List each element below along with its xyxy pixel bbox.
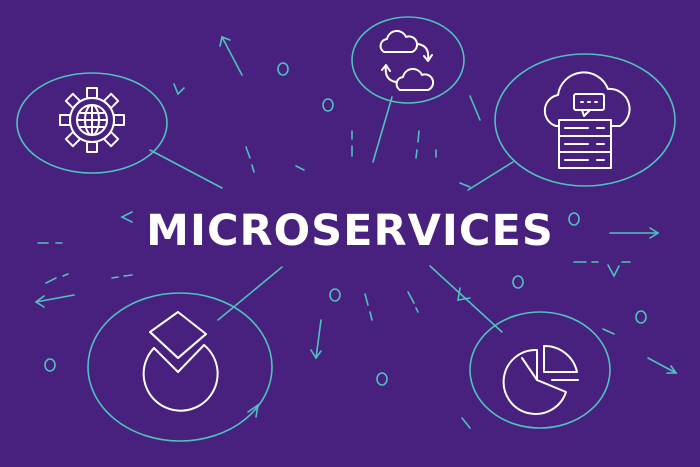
gear-globe-icon — [59, 87, 125, 153]
connector-line — [149, 149, 223, 189]
cloud-sync-icon — [379, 29, 435, 91]
deco-circle — [568, 212, 580, 226]
deco-circle — [512, 275, 524, 289]
arrow-deco — [647, 357, 678, 374]
chevron-deco — [247, 403, 260, 418]
connector-line — [372, 96, 393, 163]
ellipse-pie-segments — [469, 311, 611, 429]
connector-line — [217, 266, 283, 321]
pie-chart-segments-icon — [502, 344, 579, 415]
chevron-deco — [457, 287, 471, 301]
deco-circle — [44, 358, 56, 372]
pie-chart-icon — [142, 311, 219, 412]
chevron-deco — [173, 83, 185, 96]
ellipse-cloud-server — [494, 53, 676, 187]
deco-circle — [277, 62, 289, 76]
chevron-deco — [607, 264, 620, 278]
dash-deco — [37, 130, 631, 429]
deco-circle — [322, 98, 334, 112]
deco-circle — [635, 310, 647, 324]
page-title: MICROSERVICES — [146, 206, 554, 256]
arrow-deco — [219, 35, 243, 76]
deco-circle — [376, 372, 388, 386]
arrow-deco — [609, 227, 660, 239]
cloud-server-icon — [543, 71, 631, 169]
ellipse-cloud-sync — [351, 16, 465, 104]
ellipse-gear — [16, 72, 168, 174]
chevron-deco — [120, 211, 133, 223]
arrow-deco — [310, 319, 322, 360]
arrow-deco — [34, 294, 75, 308]
arrow-deco — [469, 95, 481, 121]
deco-circle — [329, 288, 341, 302]
ellipse-pie — [87, 292, 273, 442]
connector-line — [467, 161, 514, 191]
